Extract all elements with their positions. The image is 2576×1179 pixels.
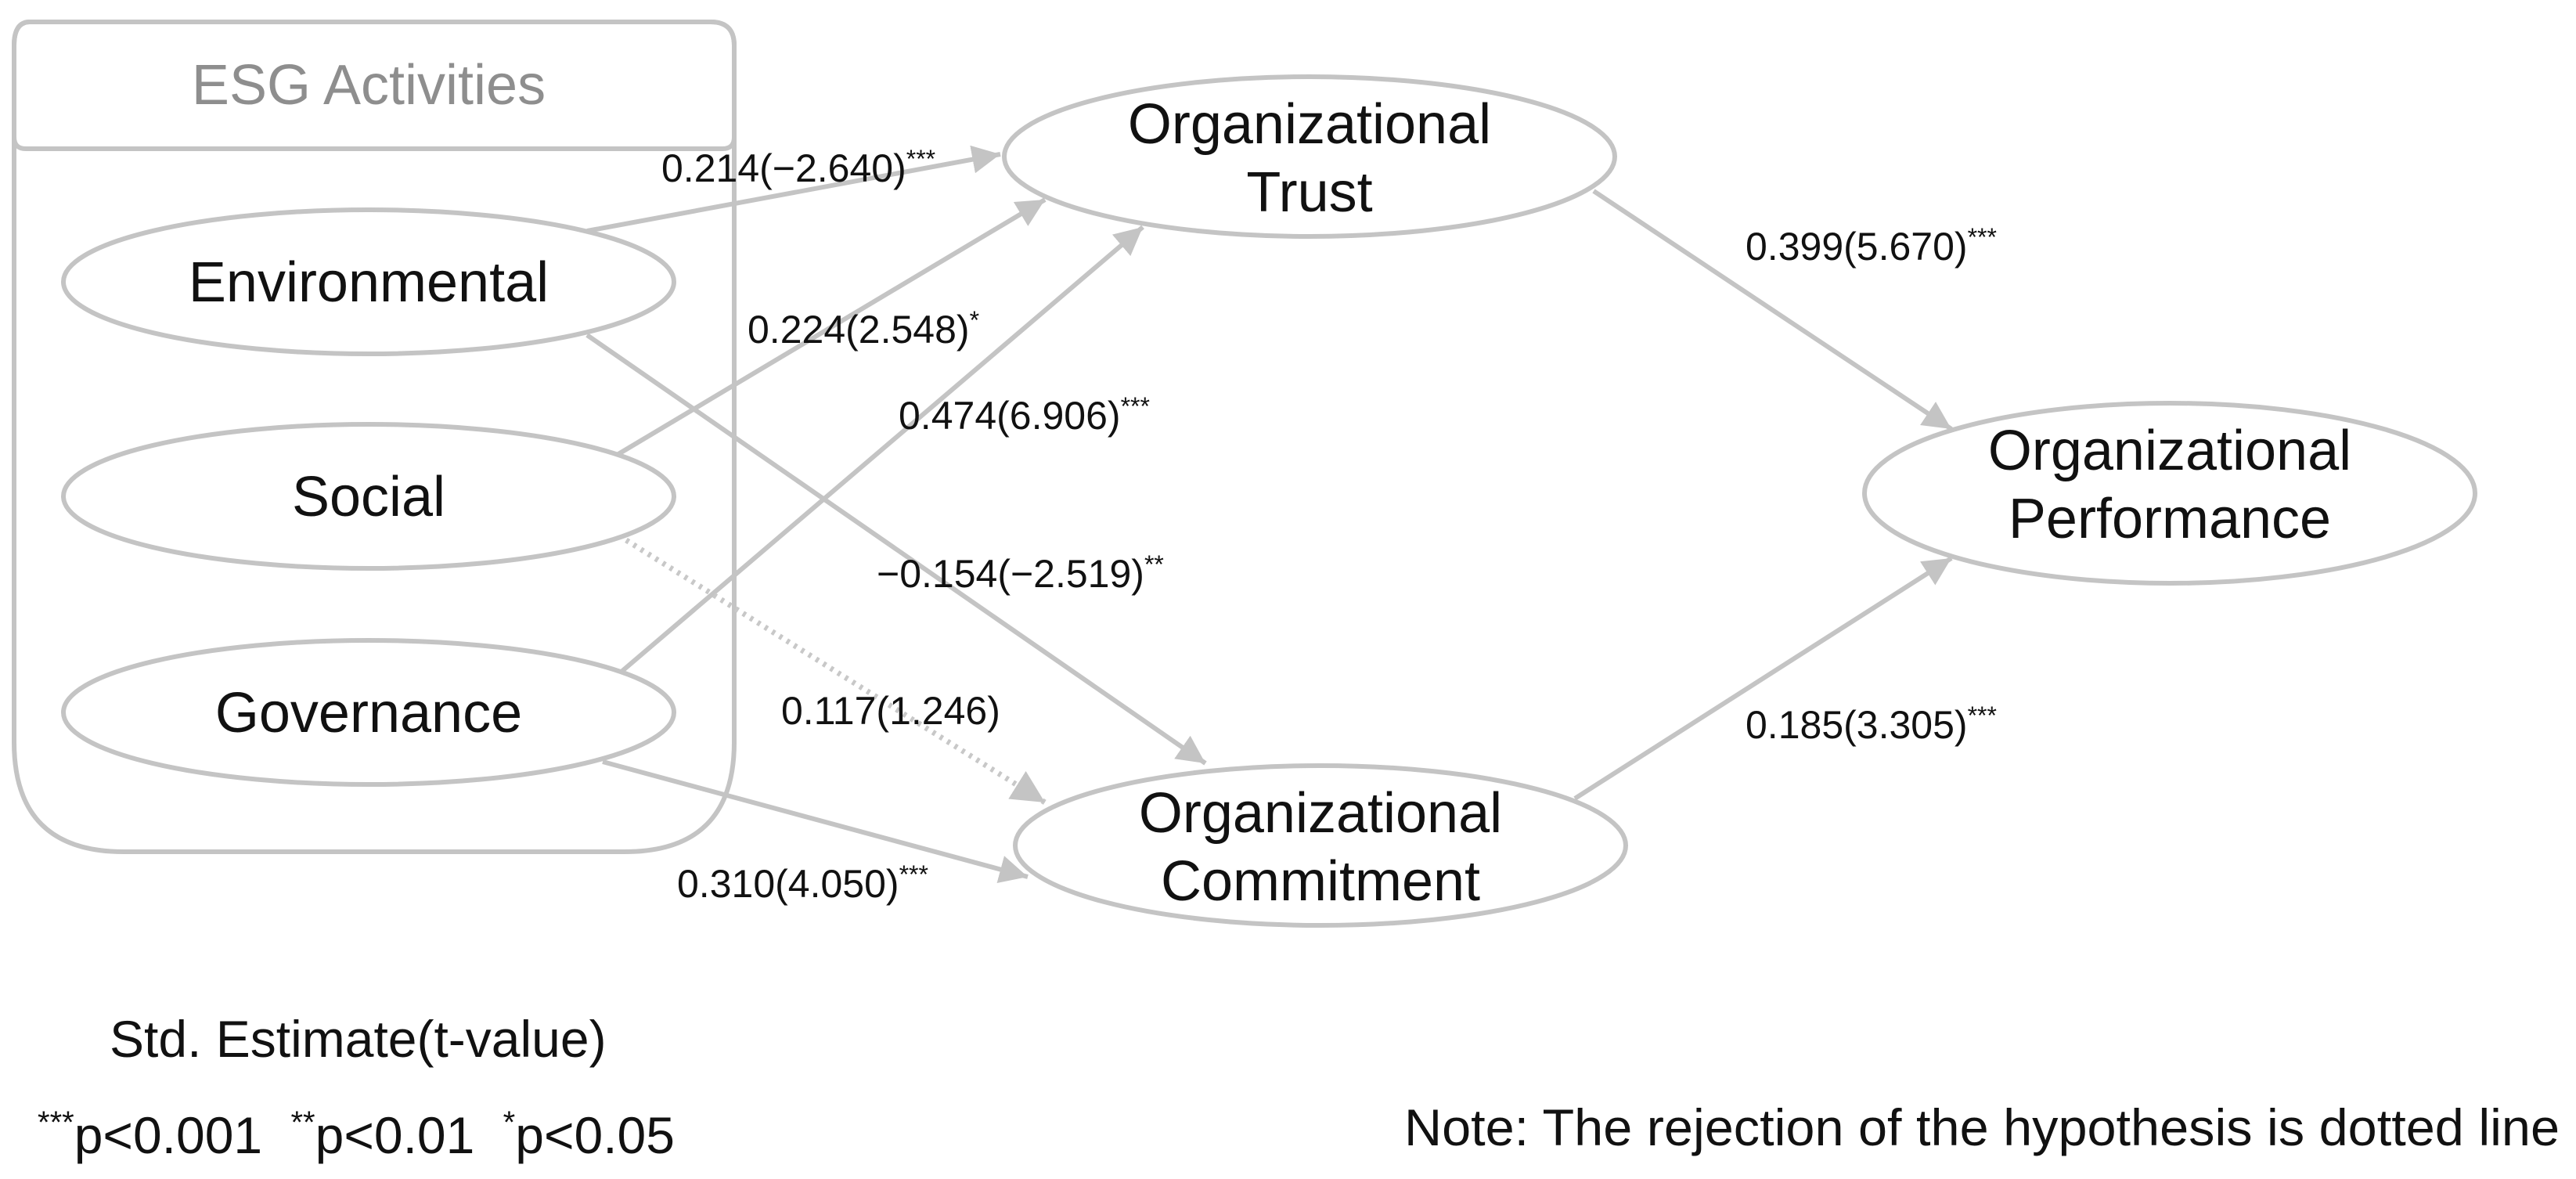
- edges: [585, 145, 1953, 883]
- node-commitment-label-line1: Organizational: [1139, 782, 1502, 845]
- edge-governance-commitment: [602, 759, 1029, 883]
- legend-note: Note: The rejection of the hypothesis is…: [1404, 1098, 2560, 1156]
- node-environmental: Environmental: [61, 207, 676, 356]
- legend-estimate-label: Std. Estimate(t-value): [110, 1010, 607, 1068]
- edge-environmental-commitment: [585, 333, 1207, 766]
- legend-significance: ***p<0.001 **p<0.01 *p<0.05: [38, 1105, 675, 1164]
- esg-group-title: ESG Activities: [192, 54, 546, 117]
- node-trust-label-line1: Organizational: [1128, 93, 1491, 156]
- node-governance-label: Governance: [215, 682, 522, 745]
- label-environmental-commitment: −0.154(−2.519)**: [877, 550, 1164, 596]
- node-commitment-shape: [1013, 763, 1628, 928]
- esg-activities-group: ESG Activities: [12, 20, 737, 854]
- node-organizational-trust: Organizational Trust: [1002, 74, 1617, 239]
- label-environmental-trust: 0.214(−2.640)***: [661, 145, 935, 190]
- node-governance-shape: [61, 638, 676, 787]
- label-governance-commitment: 0.310(4.050)***: [677, 860, 928, 906]
- node-social: Social: [61, 422, 676, 571]
- node-governance: Governance: [61, 638, 676, 787]
- label-commitment-performance: 0.185(3.305)***: [1746, 701, 1997, 747]
- label-social-trust: 0.224(2.548)*: [748, 306, 979, 352]
- edge-social-trust: [617, 197, 1047, 456]
- edge-trust-performance: [1592, 189, 1953, 431]
- node-trust-shape: [1002, 74, 1617, 239]
- node-organizational-performance: Organizational Performance: [1862, 401, 2477, 586]
- node-performance-label-line1: Organizational: [1988, 420, 2351, 482]
- esg-group-title-box: [12, 20, 737, 151]
- node-environmental-shape: [61, 207, 676, 356]
- node-commitment-label-line2: Commitment: [1161, 850, 1480, 913]
- node-trust-label-line2: Trust: [1246, 161, 1372, 224]
- node-performance-shape: [1862, 401, 2477, 586]
- label-governance-trust: 0.474(6.906)***: [899, 392, 1150, 438]
- edge-commitment-performance: [1573, 556, 1953, 801]
- edge-environmental-trust: [586, 145, 1001, 233]
- node-social-shape: [61, 422, 676, 571]
- node-social-label: Social: [292, 466, 445, 528]
- node-organizational-commitment: Organizational Commitment: [1013, 763, 1628, 928]
- label-trust-performance: 0.399(5.670)***: [1746, 223, 1997, 269]
- node-environmental-label: Environmental: [189, 251, 549, 314]
- label-social-commitment: 0.117(1.246): [781, 689, 1000, 733]
- edge-governance-trust: [621, 225, 1144, 673]
- node-performance-label-line2: Performance: [2009, 488, 2331, 550]
- legend: Std. Estimate(t-value) ***p<0.001 **p<0.…: [38, 1010, 2560, 1164]
